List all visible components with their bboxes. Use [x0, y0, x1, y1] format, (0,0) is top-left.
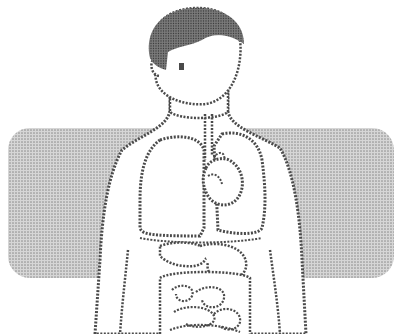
eye — [179, 63, 184, 70]
heart — [203, 159, 242, 205]
left-lung — [140, 137, 204, 236]
